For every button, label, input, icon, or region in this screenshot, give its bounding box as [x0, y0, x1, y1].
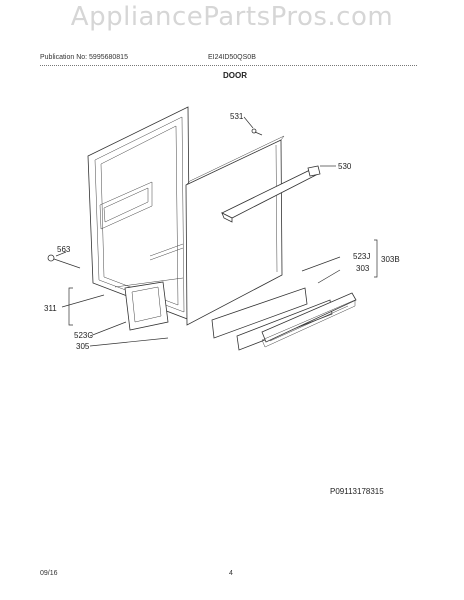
callout-305: 305: [76, 342, 90, 351]
leader-563: [55, 251, 67, 257]
callout-523j: 523J: [353, 252, 370, 261]
callout-563: 563: [57, 245, 71, 254]
leader-303: [317, 269, 341, 284]
callout-530: 530: [338, 162, 352, 171]
callout-523c: 523C: [74, 331, 93, 340]
page-number: 4: [229, 570, 233, 577]
footer-date: 09/16: [40, 570, 58, 577]
callout-303: 303: [356, 264, 370, 273]
leader-311: [61, 294, 105, 308]
leader-523c: [89, 321, 127, 337]
section-title: DOOR: [223, 71, 247, 80]
group-bracket-311: [68, 287, 73, 326]
leader-523j: [301, 256, 341, 272]
hinge-bracket: [114, 277, 184, 331]
header-divider: [40, 65, 417, 66]
screw-531: [251, 128, 263, 136]
figure-id: P09113178315: [330, 487, 384, 496]
group-bracket-303b: [374, 239, 378, 278]
kick-bracket: [261, 292, 357, 348]
inner-door-liner: [87, 106, 191, 321]
leader-305: [89, 337, 169, 347]
callout-311: 311: [44, 304, 57, 313]
outer-door-panel: [185, 135, 285, 326]
door-handle: [221, 165, 321, 223]
callout-303b: 303B: [381, 255, 400, 264]
watermark: AppliancePartsPros.com: [70, 2, 394, 32]
screw-563: [47, 254, 81, 269]
leader-531: [243, 116, 254, 129]
model-number: EI24ID50QS0B: [208, 54, 256, 61]
publication-number: Publication No: 5995680815: [40, 54, 128, 61]
callout-531: 531: [230, 112, 244, 121]
